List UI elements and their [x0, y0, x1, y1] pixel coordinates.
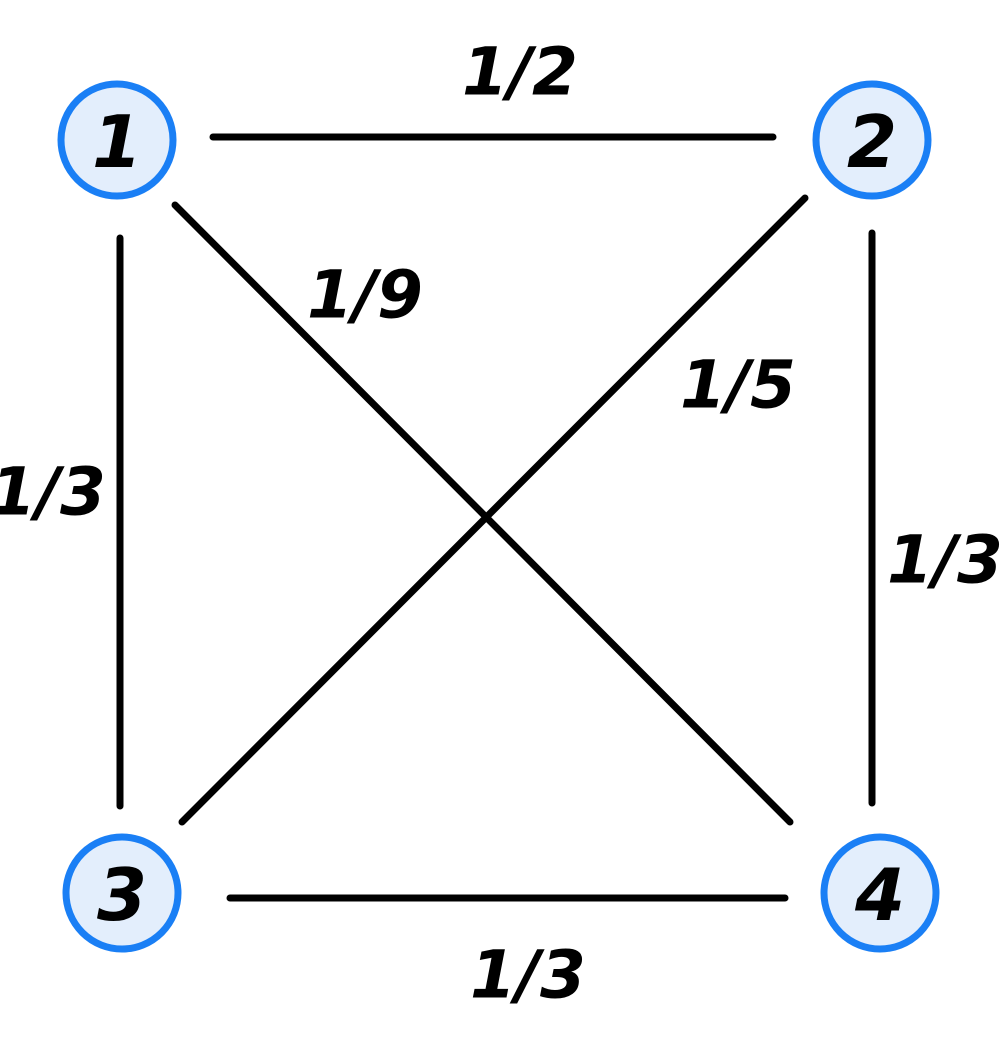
node-4: 4	[820, 833, 940, 953]
edge-1-4	[171, 201, 794, 826]
node-label: 1	[92, 100, 142, 184]
node-1: 1	[57, 80, 177, 200]
edge-2-3	[178, 194, 809, 826]
edge-label-1-3: 1/3	[0, 454, 106, 531]
node-label: 4	[854, 853, 905, 937]
edge-label-1-2: 1/2	[462, 34, 578, 111]
edge-label-2-3: 1/5	[680, 347, 796, 424]
edge-label-3-4: 1/3	[470, 937, 586, 1014]
node-3: 3	[62, 833, 182, 953]
edge-label-1-4: 1/9	[307, 257, 423, 334]
node-label: 3	[97, 853, 147, 937]
node-2: 2	[812, 80, 932, 200]
node-label: 2	[847, 100, 897, 184]
edge-label-2-4: 1/3	[887, 522, 1000, 599]
